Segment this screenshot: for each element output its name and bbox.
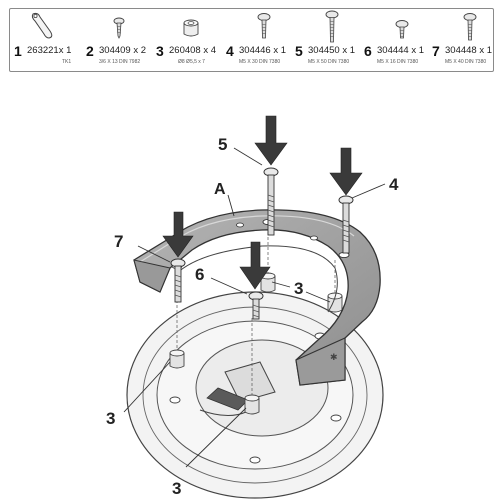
part-code: 304446 x 1: [239, 45, 287, 56]
part-code: 263221x 1: [27, 45, 72, 56]
part-code: 304444 x 1: [377, 45, 425, 56]
callout-7: 7: [114, 232, 123, 251]
callout-3-left: 3: [106, 409, 115, 428]
ring-logo-mark: ✱: [330, 352, 338, 362]
part-code: 304450 x 1: [308, 45, 356, 56]
small-screw-icon: [113, 17, 125, 39]
part-spec: M5 X 40 DIN 7380: [445, 59, 487, 65]
part-spec: M5 X 50 DIN 7380: [308, 59, 350, 65]
part-spec: M5 X 16 DIN 7380: [377, 59, 419, 65]
bolt-7: [170, 258, 186, 303]
assembly-guide-lines: [176, 222, 336, 395]
part-number: 6: [364, 43, 372, 59]
part-7: 7 304448 x 1 M5 X 40 DIN 7380: [432, 9, 492, 71]
parts-legend: 1 263221x 1 TK1 2 304409 x 2 3/6 X 13 DI…: [9, 8, 494, 72]
part-6: 6 304444 x 1 M5 X 16 DIN 7380: [364, 9, 430, 71]
part-5: 5 304450 x 1 M5 X 50 DIN 7380: [295, 9, 361, 71]
part-number: 5: [295, 43, 303, 59]
bolt-icon: [463, 13, 477, 41]
part-number: 7: [432, 43, 440, 59]
callout-3-bottom: 3: [172, 479, 181, 498]
bolt-6: [248, 291, 264, 320]
callout-a: A: [214, 181, 226, 198]
arrow-down-icon: [239, 241, 271, 290]
short-bolt-icon: [395, 20, 409, 39]
arrow-down-icon: [329, 147, 363, 196]
bolt-5: [263, 167, 279, 236]
bolt-4: [338, 195, 354, 254]
part-code: 260408 x 4: [169, 45, 217, 56]
arrow-down-icon: [162, 211, 194, 258]
bolt-icon: [257, 13, 271, 39]
part-spec: 3/6 X 13 DIN 7982: [99, 59, 141, 65]
key-strap-icon: [31, 12, 53, 39]
part-number: 3: [156, 43, 164, 59]
long-bolt-icon: [325, 10, 339, 43]
part-2: 2 304409 x 2 3/6 X 13 DIN 7982: [86, 9, 152, 71]
arrow-down-icon: [254, 115, 288, 166]
leader-lines: [123, 147, 386, 468]
part-spec: TK1: [62, 59, 72, 65]
part-spec: M5 X 30 DIN 7380: [239, 59, 281, 65]
part-number: 2: [86, 43, 94, 59]
part-code: 304448 x 1: [445, 45, 493, 56]
callout-5: 5: [218, 135, 227, 154]
part-4: 4 304446 x 1 M5 X 30 DIN 7380: [226, 9, 292, 71]
part-number: 4: [226, 43, 234, 59]
part-code: 304409 x 2: [99, 45, 147, 56]
part-3: 3 260408 x 4 Ø8 Ø5,5 x 7: [156, 9, 222, 71]
part-spec: Ø8 Ø5,5 x 7: [178, 59, 205, 65]
spacer-bushing-icon: [183, 19, 199, 37]
spacer-left: [169, 349, 185, 369]
callout-4: 4: [389, 175, 399, 194]
callout-6: 6: [195, 265, 204, 284]
callout-3-right: 3: [294, 279, 303, 298]
part-1: 1 263221x 1 TK1: [14, 9, 80, 71]
spacer-bottom: [244, 394, 260, 415]
part-number: 1: [14, 43, 22, 59]
insertion-arrows: [162, 115, 363, 290]
